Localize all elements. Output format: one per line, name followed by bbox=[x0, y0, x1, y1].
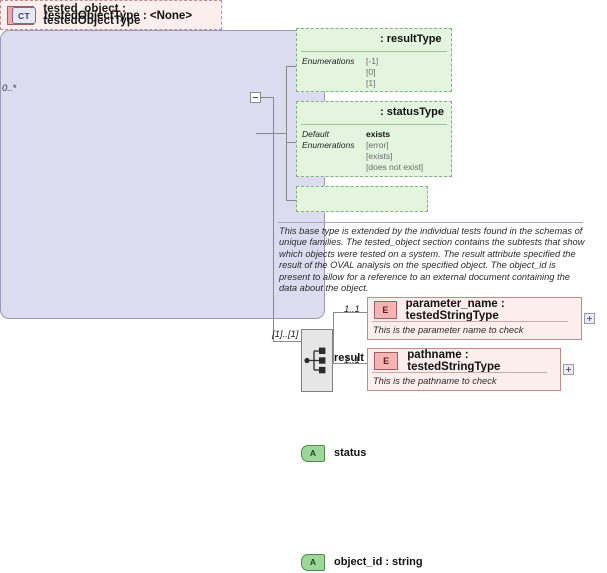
attribute-name-status: status bbox=[334, 447, 367, 459]
complex-type-container bbox=[0, 30, 325, 319]
complex-type-title: testedObjectType : <None> bbox=[44, 9, 193, 22]
facet-label: Enumerations bbox=[302, 140, 355, 150]
element-label-parameter-name: parameter_name : testedStringType bbox=[405, 297, 505, 322]
element-header-pathname: E pathname : testedStringType bbox=[368, 348, 560, 373]
element-icon: E bbox=[374, 300, 397, 319]
connector-line bbox=[286, 66, 287, 200]
connector-line bbox=[333, 312, 368, 313]
connector-line bbox=[273, 97, 274, 341]
attribute-icon: A bbox=[301, 553, 325, 571]
attribute-name-object-id: object_id : string bbox=[334, 556, 423, 568]
cardinality-parameter-name: 1..1 bbox=[344, 304, 360, 315]
element-icon: E bbox=[374, 351, 399, 370]
attribute-name-result: result bbox=[334, 352, 364, 364]
documentation-divider bbox=[278, 222, 583, 223]
connector-line bbox=[261, 97, 273, 98]
compositor-cardinality: [1]..[1] bbox=[272, 329, 299, 340]
element-box-pathname[interactable]: E pathname : testedStringType bbox=[367, 348, 561, 391]
attribute-header-object-id: A object_id : string bbox=[296, 551, 428, 573]
complex-type-icon: CT bbox=[12, 7, 36, 24]
element-box-tested-object[interactable]: E + tested_object : testedObjectType bbox=[0, 0, 222, 30]
facet-key-result-enumerations: Enumerations bbox=[302, 56, 354, 67]
connector-line bbox=[273, 341, 301, 342]
collapse-toggle-tested-object[interactable] bbox=[250, 92, 261, 103]
facet-keys-status: Default Enumerations bbox=[302, 129, 354, 151]
attribute-divider bbox=[301, 124, 447, 125]
facet-value: [exists] bbox=[366, 151, 393, 161]
facet-value: [does not exist] bbox=[366, 162, 424, 172]
attribute-header-status: A status bbox=[296, 442, 452, 464]
compositor-sequence[interactable] bbox=[301, 329, 333, 392]
connector-line bbox=[256, 133, 286, 134]
element-documentation-pathname: This is the pathname to check bbox=[373, 376, 497, 386]
element-divider bbox=[372, 321, 568, 322]
complex-type-documentation: This base type is extended by the indivi… bbox=[279, 226, 585, 294]
connector-line bbox=[286, 142, 296, 143]
facet-label: Default bbox=[302, 129, 329, 139]
element-label-tested-object: tested_object : testedObjectType bbox=[43, 3, 141, 27]
element-documentation-parameter-name: This is the parameter name to check bbox=[373, 325, 524, 335]
facet-value: [-1] bbox=[366, 56, 379, 66]
attribute-box-object-id[interactable] bbox=[296, 186, 428, 212]
connector-line bbox=[333, 312, 334, 363]
connector-line bbox=[333, 363, 368, 364]
facet-value: [error] bbox=[366, 140, 389, 150]
facet-value: [0] bbox=[366, 67, 376, 77]
attribute-divider bbox=[301, 51, 447, 52]
facet-value-default: exists bbox=[366, 129, 391, 139]
facet-value: [1] bbox=[366, 78, 376, 88]
cardinality-pathname: 1..1 bbox=[344, 355, 360, 366]
element-label-pathname: pathname : testedStringType bbox=[407, 348, 501, 373]
attribute-box-result[interactable] bbox=[296, 28, 452, 92]
connector-line bbox=[286, 200, 296, 201]
attribute-icon: A bbox=[301, 444, 325, 462]
attribute-type-status: : statusType bbox=[380, 106, 444, 118]
attribute-box-status[interactable] bbox=[296, 101, 452, 177]
complex-type-header: CT testedObjectType : <None> bbox=[12, 7, 192, 24]
expand-toggle-parameter-name[interactable] bbox=[584, 313, 595, 324]
connector-line bbox=[286, 66, 296, 67]
attribute-type-result: : resultType bbox=[380, 33, 442, 45]
element-box-parameter-name[interactable]: E parameter_name : testedStringType bbox=[367, 297, 582, 340]
root-cardinality: 0..* bbox=[2, 83, 17, 94]
element-header-parameter-name: E parameter_name : testedStringType bbox=[368, 297, 581, 322]
facet-label: Enumerations bbox=[302, 56, 355, 66]
facet-values-result: [-1] [0] [1] bbox=[366, 56, 378, 89]
element-divider bbox=[372, 372, 547, 373]
expand-toggle-pathname[interactable] bbox=[563, 364, 574, 375]
facet-values-status: exists [error] [exists] [does not exist] bbox=[366, 129, 423, 173]
sequence-icon bbox=[304, 347, 326, 374]
